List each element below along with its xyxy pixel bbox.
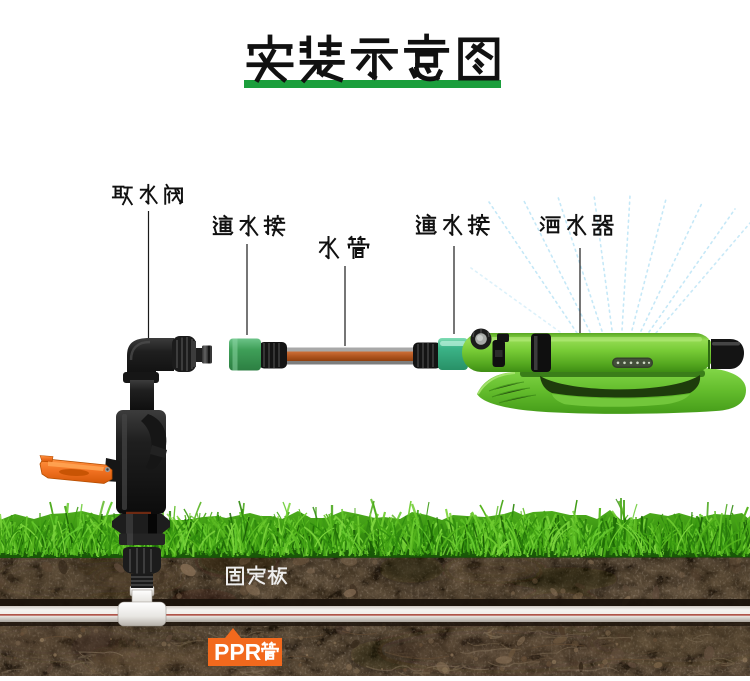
svg-text:PPR: PPR — [214, 639, 262, 665]
